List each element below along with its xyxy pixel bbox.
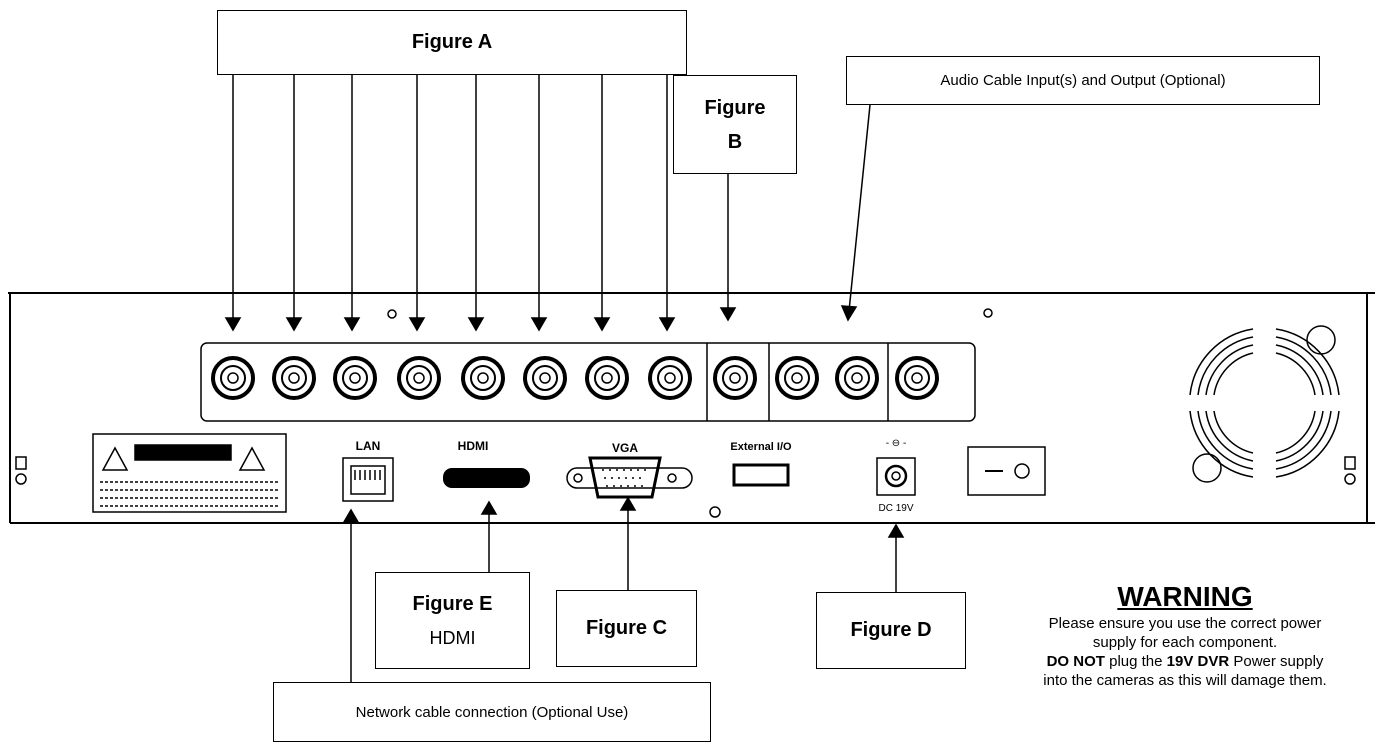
figure-c-arrow: [619, 496, 637, 590]
audio-arrow: [840, 104, 871, 322]
lan-label: LAN: [356, 439, 381, 453]
video-out-connector: [713, 356, 757, 400]
lan-port: [342, 457, 394, 502]
video-in-6: [523, 356, 567, 400]
audio-in-1-connector: [775, 356, 819, 400]
network-caption-box: Network cable connection (Optional Use): [273, 682, 711, 742]
vga-port: [566, 456, 693, 499]
warning-line-4: into the cameras as this will damage the…: [1043, 672, 1327, 689]
network-caption: Network cable connection (Optional Use): [355, 703, 629, 721]
figure-d-label: Figure D: [850, 619, 932, 641]
figure-e-box: Figure E HDMI: [375, 572, 530, 669]
video-in-2: [272, 356, 316, 400]
network-arrow: [342, 508, 360, 682]
vga-label: VGA: [612, 441, 638, 455]
figure-b-arrow: [719, 174, 737, 322]
warning-title: WARNING: [1117, 581, 1253, 612]
figure-d-arrow: [887, 523, 905, 592]
video-in-1: [211, 356, 255, 400]
warning-19v-dvr: 19V DVR: [1166, 653, 1230, 670]
hdmi-port: [443, 468, 530, 488]
figure-a-label: Figure A: [411, 31, 493, 53]
figure-e-sublabel: HDMI: [429, 627, 476, 648]
dc-power-jack: - ⊖ -: [876, 438, 916, 496]
warning-line-2: supply for each component.: [1092, 634, 1278, 651]
figure-e-label: Figure E: [412, 592, 493, 615]
hdmi-label: HDMI: [458, 439, 489, 453]
video-in-4: [397, 356, 441, 400]
output-and-audio-connectors: [713, 356, 939, 400]
video-in-3: [333, 356, 377, 400]
external-io-label: External I/O: [730, 441, 792, 453]
figure-d-box: Figure D: [816, 592, 966, 669]
figure-a-arrows: [224, 75, 676, 332]
figure-b-label-line1: Figure: [704, 96, 766, 119]
figure-b-label-line2: B: [727, 130, 743, 153]
audio-in-2-connector: [835, 356, 879, 400]
fan-grille: [1189, 325, 1340, 483]
warning-plug-text: plug the: [1104, 653, 1167, 670]
warning-line-1: Please ensure you use the correct power: [1048, 615, 1322, 632]
power-switch: [967, 446, 1046, 496]
bnc-connector-strip: [200, 342, 976, 422]
warning-power-supply-text: Power supply: [1229, 653, 1324, 670]
figure-e-arrow: [480, 500, 498, 572]
audio-out-connector: [895, 356, 939, 400]
video-input-connectors: [211, 356, 692, 400]
warning-line-3: DO NOT plug the 19V DVR Power supply: [975, 652, 1375, 671]
external-io-port: [732, 463, 790, 487]
figure-b-box: Figure B: [673, 75, 797, 174]
svg-text:- ⊖ -: - ⊖ -: [886, 438, 907, 449]
warning-do-not: DO NOT: [1046, 653, 1105, 670]
dc-power-label: DC 19V: [878, 503, 913, 514]
audio-caption-box: Audio Cable Input(s) and Output (Optiona…: [846, 56, 1320, 105]
video-in-8: [648, 356, 692, 400]
dvr-chassis: [8, 292, 1375, 524]
screw-holes: [15, 308, 1356, 518]
figure-c-box: Figure C: [556, 590, 697, 667]
figure-a-box: Figure A: [217, 10, 687, 75]
warning-sticker: [92, 433, 287, 513]
audio-caption: Audio Cable Input(s) and Output (Optiona…: [940, 72, 1226, 89]
video-in-5: [461, 356, 505, 400]
video-in-7: [585, 356, 629, 400]
figure-c-label: Figure C: [585, 617, 668, 639]
warning-block: WARNING Please ensure you use the correc…: [975, 580, 1375, 690]
